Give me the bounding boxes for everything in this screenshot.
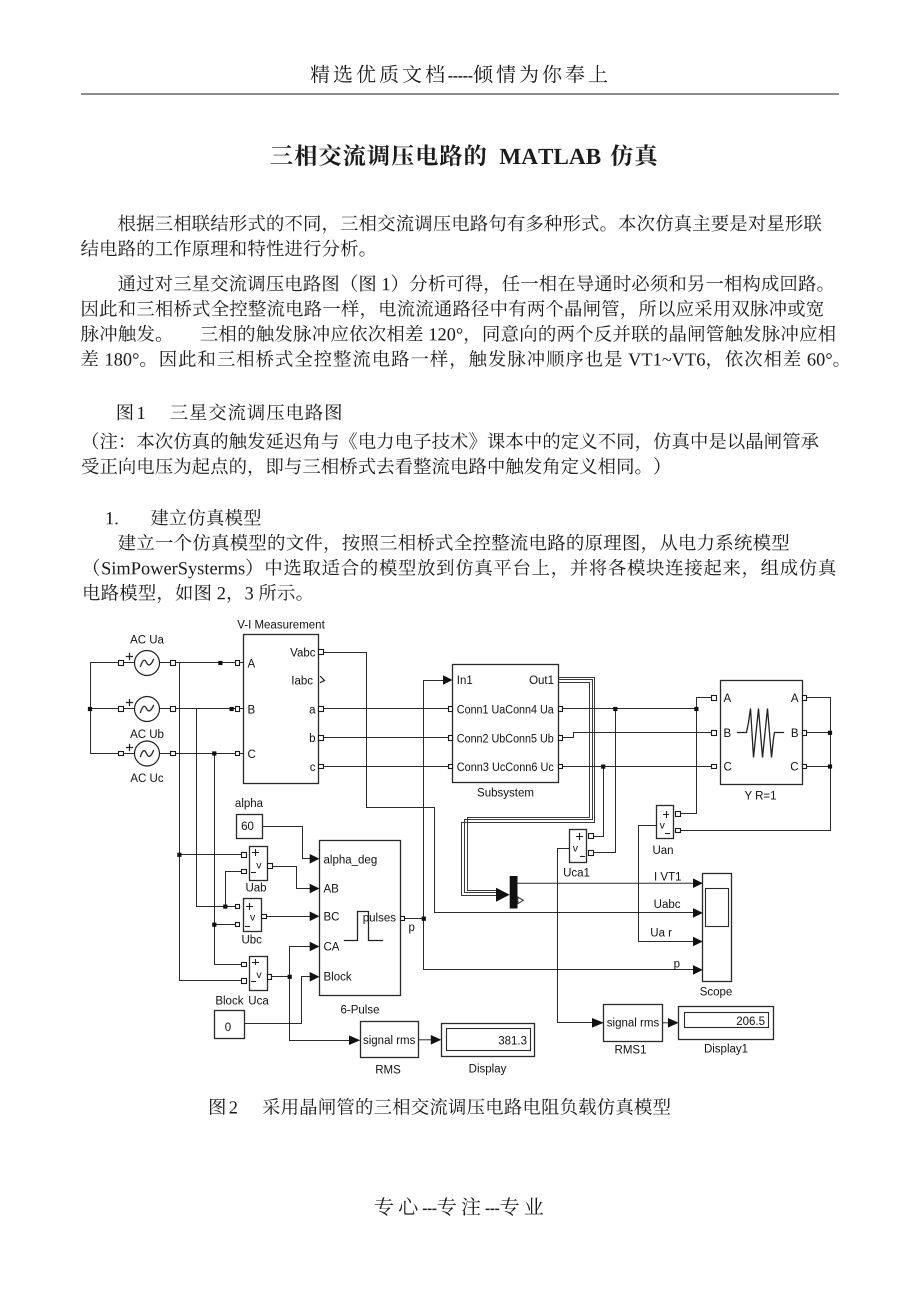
svg-text:Block: Block xyxy=(215,996,243,1008)
svg-text:AC Ub: AC Ub xyxy=(130,729,164,741)
svg-text:p: p xyxy=(674,958,680,970)
svg-text:C: C xyxy=(790,762,798,774)
svg-text:v: v xyxy=(573,842,579,854)
svg-text:A: A xyxy=(248,659,256,671)
svg-text:BC: BC xyxy=(324,912,340,924)
svg-text:signal rms: signal rms xyxy=(607,1018,660,1030)
svg-text:RMS: RMS xyxy=(375,1065,401,1077)
svg-text:Vabc: Vabc xyxy=(290,648,316,660)
svg-text:Y R=1: Y R=1 xyxy=(744,791,776,803)
svg-text:Scope: Scope xyxy=(700,987,733,999)
svg-text:AB: AB xyxy=(324,883,340,895)
svg-text:alpha: alpha xyxy=(235,798,264,810)
svg-text:Uca1: Uca1 xyxy=(563,868,590,880)
svg-text:p: p xyxy=(409,922,415,934)
svg-text:Uabc: Uabc xyxy=(654,899,681,911)
svg-text:Conn2 UbConn5 Ub: Conn2 UbConn5 Ub xyxy=(457,734,554,746)
svg-text:c: c xyxy=(310,762,316,774)
svg-text:v: v xyxy=(250,911,256,923)
svg-text:In1: In1 xyxy=(457,675,473,687)
svg-text:A: A xyxy=(724,693,732,705)
svg-text:signal rms: signal rms xyxy=(363,1035,416,1047)
svg-text:B: B xyxy=(248,705,256,717)
svg-text:Uan: Uan xyxy=(652,845,673,857)
svg-text:I VT1: I VT1 xyxy=(654,872,681,884)
svg-text:Ubc: Ubc xyxy=(241,935,262,947)
svg-text:V-I Measurement: V-I Measurement xyxy=(237,620,325,632)
svg-text:AC Uc: AC Uc xyxy=(130,773,163,785)
svg-text:a: a xyxy=(309,705,316,717)
svg-text:Display1: Display1 xyxy=(704,1044,748,1056)
svg-text:C: C xyxy=(248,749,256,761)
svg-text:RMS1: RMS1 xyxy=(615,1045,647,1057)
svg-text:206.5: 206.5 xyxy=(736,1016,765,1028)
svg-text:6-Pulse: 6-Pulse xyxy=(341,1005,380,1017)
svg-text:pulses: pulses xyxy=(363,912,396,924)
svg-text:Conn3 UcConn6 Uc: Conn3 UcConn6 Uc xyxy=(457,762,554,774)
svg-text:alpha_deg: alpha_deg xyxy=(324,855,378,867)
svg-text:Display: Display xyxy=(469,1064,507,1076)
svg-text:Uca: Uca xyxy=(248,996,269,1008)
svg-text:0: 0 xyxy=(225,1022,231,1034)
svg-text:CA: CA xyxy=(324,942,340,954)
svg-text:b: b xyxy=(309,733,315,745)
svg-text:Iabc: Iabc xyxy=(291,676,313,688)
svg-text:Uab: Uab xyxy=(245,883,266,895)
svg-text:B: B xyxy=(724,728,732,740)
svg-text:v: v xyxy=(256,969,262,981)
svg-text:AC Ua: AC Ua xyxy=(130,635,164,647)
svg-text:60: 60 xyxy=(241,821,254,833)
svg-text:Out1: Out1 xyxy=(529,675,554,687)
svg-text:381.3: 381.3 xyxy=(498,1035,527,1047)
svg-text:C: C xyxy=(724,762,732,774)
svg-text:Block: Block xyxy=(324,971,352,983)
svg-text:v: v xyxy=(660,819,666,831)
svg-text:v: v xyxy=(256,859,262,871)
svg-text:Ua r: Ua r xyxy=(650,928,672,940)
svg-text:Conn1 UaConn4 Ua: Conn1 UaConn4 Ua xyxy=(457,705,555,717)
svg-text:B: B xyxy=(791,728,799,740)
svg-text:Subsystem: Subsystem xyxy=(477,788,534,800)
svg-text:A: A xyxy=(791,693,799,705)
